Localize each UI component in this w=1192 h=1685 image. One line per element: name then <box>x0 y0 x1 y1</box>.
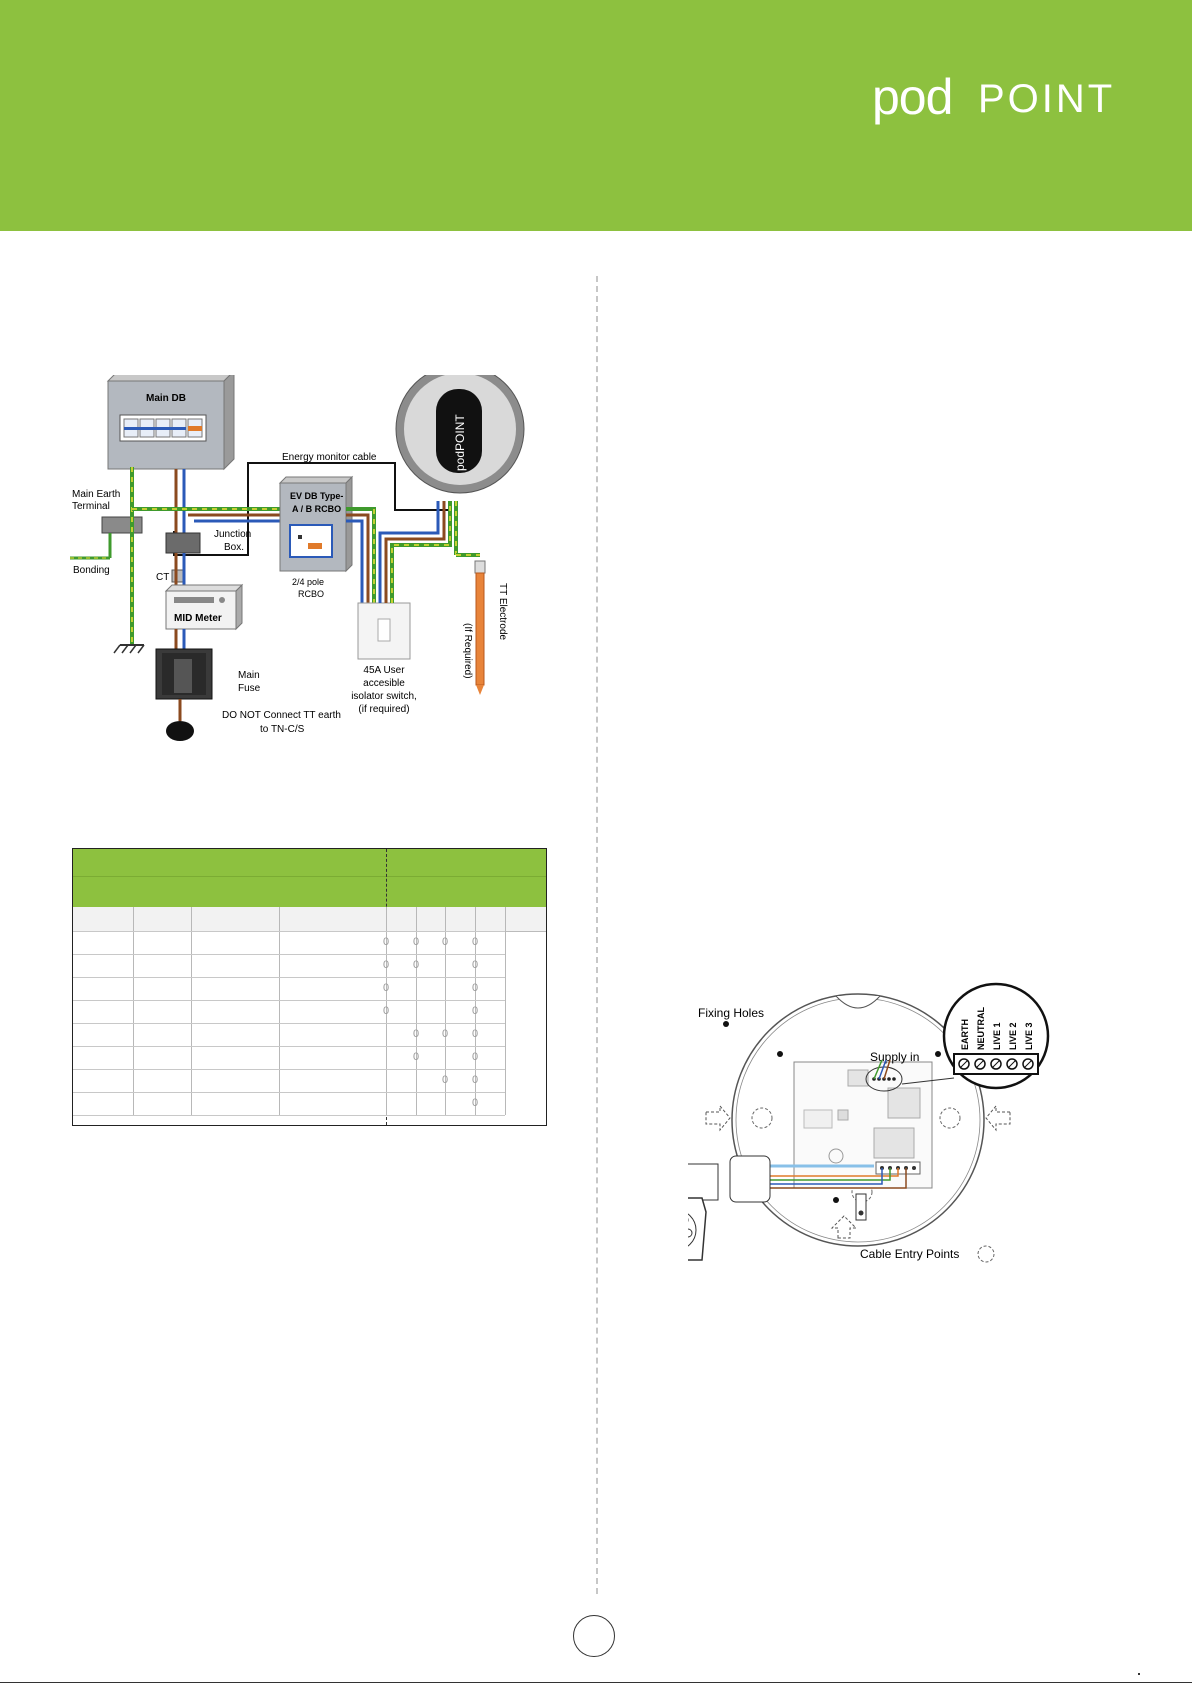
table-column-rule <box>279 907 280 1115</box>
table-cell: 0 <box>471 936 479 948</box>
fixing-hole <box>723 1021 729 1027</box>
junction-box-label-1: Junction <box>214 529 251 540</box>
rcbo-label-2: RCBO <box>298 589 324 599</box>
fixing-hole <box>935 1051 941 1057</box>
table-cell: 0 <box>471 1097 479 1109</box>
table-cell: 0 <box>382 982 390 994</box>
table-cell: 0 <box>382 936 390 948</box>
pod-point-logo: pod POINT <box>872 66 1120 128</box>
main-fuse <box>155 648 213 700</box>
terminal-label-live-1: LIVE 1 <box>992 1022 1002 1050</box>
table-column-rule <box>191 907 192 1115</box>
pod-point-unit-label: podPOINT <box>453 414 467 471</box>
terminal-label-earth: EARTH <box>960 1019 970 1050</box>
terminal-block-magnifier <box>942 982 1050 1090</box>
fixing-holes-label: Fixing Holes <box>698 1006 764 1020</box>
table-cell: 0 <box>412 959 420 971</box>
table-column-rule <box>133 907 134 1115</box>
ev-db-label-2: A / B RCBO <box>292 504 341 514</box>
junction-box <box>165 532 201 554</box>
supply-cable-end <box>166 721 194 741</box>
footer-rule <box>0 1682 1192 1683</box>
ev-db-label-1: EV DB Type- <box>290 491 343 501</box>
main-earth-terminal <box>101 516 143 534</box>
pcb-board <box>793 1061 933 1189</box>
table-cell: 0 <box>412 1051 420 1063</box>
warning-label-2: to TN-C/S <box>260 724 305 735</box>
terminal-label-neutral: NEUTRAL <box>976 1007 986 1050</box>
pod-point-unit <box>395 375 525 494</box>
main-earth-terminal-label-1: Main Earth <box>72 489 120 500</box>
ct-clamp <box>171 569 185 583</box>
table-column-rule <box>505 907 506 1115</box>
isolator-label-1: 45A User <box>363 665 405 676</box>
wiring-diagram: Main DB Energy monitor cable Main Earth … <box>70 375 525 741</box>
main-db-label: Main DB <box>146 393 186 404</box>
fixing-hole <box>833 1197 839 1203</box>
tt-electrode <box>474 560 486 695</box>
table-cell: 0 <box>471 1051 479 1063</box>
isolator-label-4: (if required) <box>358 704 409 715</box>
main-db-box <box>106 375 235 471</box>
main-fuse-label-2: Fuse <box>238 683 261 694</box>
main-fuse-label-1: Main <box>238 670 260 681</box>
table-cell: 0 <box>412 1028 420 1040</box>
table-cell: 0 <box>471 982 479 994</box>
logo-pod-text: pod <box>872 69 953 125</box>
table-cell: 0 <box>441 936 449 948</box>
table-cell: 0 <box>471 1005 479 1017</box>
table-column-rule <box>416 907 417 1115</box>
bonding-label: Bonding <box>73 565 110 576</box>
type-2-socket <box>688 1197 707 1261</box>
main-earth-terminal-label-2: Terminal <box>72 501 110 512</box>
isolator-label-2: accesible <box>363 678 405 689</box>
table-cell: 0 <box>471 1028 479 1040</box>
supply-in-label: Supply in <box>870 1050 919 1064</box>
table-column-rule <box>445 907 446 1115</box>
table-cell: 0 <box>441 1028 449 1040</box>
table-row-rule <box>73 1115 505 1116</box>
table-row-rule <box>73 1046 505 1047</box>
mid-meter-label: MID Meter <box>174 613 222 624</box>
ct-label: CT <box>156 572 169 583</box>
page-number-circle <box>573 1615 615 1657</box>
table-row-rule <box>73 1069 505 1070</box>
header-banner: pod POINT <box>0 0 1192 231</box>
table-row-rule <box>73 1023 505 1024</box>
table-cell: 0 <box>412 936 420 948</box>
table-row-rule <box>73 931 505 932</box>
column-divider <box>596 276 598 1594</box>
tt-electrode-label: TT Electrode <box>497 583 508 640</box>
terminal-layout-diagram: Fixing Holes Cable Entry Points Supply i… <box>688 982 1050 1263</box>
rcbo-label-1: 2/4 pole <box>292 577 324 587</box>
table-cell: 0 <box>471 1074 479 1086</box>
table-row-rule <box>73 954 505 955</box>
terminal-label-live-2: LIVE 2 <box>1008 1022 1018 1050</box>
mid-meter <box>164 583 244 631</box>
table-row-rule <box>73 1000 505 1001</box>
table-row-rule <box>73 977 505 978</box>
isolator-label-3: isolator switch, <box>351 691 417 702</box>
energy-monitor-cable <box>173 462 450 556</box>
logo-point-text: POINT <box>978 77 1116 121</box>
junction-box-label-2: Box. <box>224 542 244 553</box>
table-row-rule <box>73 1092 505 1093</box>
footer-mark <box>1138 1673 1140 1675</box>
table-header <box>73 849 546 907</box>
cable-entry-points-label: Cable Entry Points <box>860 1247 959 1261</box>
configuration-table: 0 0 0 0 0 0 0 0 0 0 0 0 0 0 0 0 0 0 0 <box>72 848 547 1126</box>
table-cell: 0 <box>441 1074 449 1086</box>
table-cell: 0 <box>382 1005 390 1017</box>
table-column-rule <box>386 907 387 1115</box>
warning-label-1: DO NOT Connect TT earth <box>222 710 341 721</box>
table-cell: 0 <box>471 959 479 971</box>
ev-db-box <box>278 475 354 573</box>
energy-monitor-cable-label: Energy monitor cable <box>282 452 377 463</box>
if-required-label: (If Required) <box>462 623 473 679</box>
fixing-hole <box>777 1051 783 1057</box>
terminal-label-live-3: LIVE 3 <box>1024 1022 1034 1050</box>
table-column-rule <box>475 907 476 1115</box>
table-cell: 0 <box>382 959 390 971</box>
